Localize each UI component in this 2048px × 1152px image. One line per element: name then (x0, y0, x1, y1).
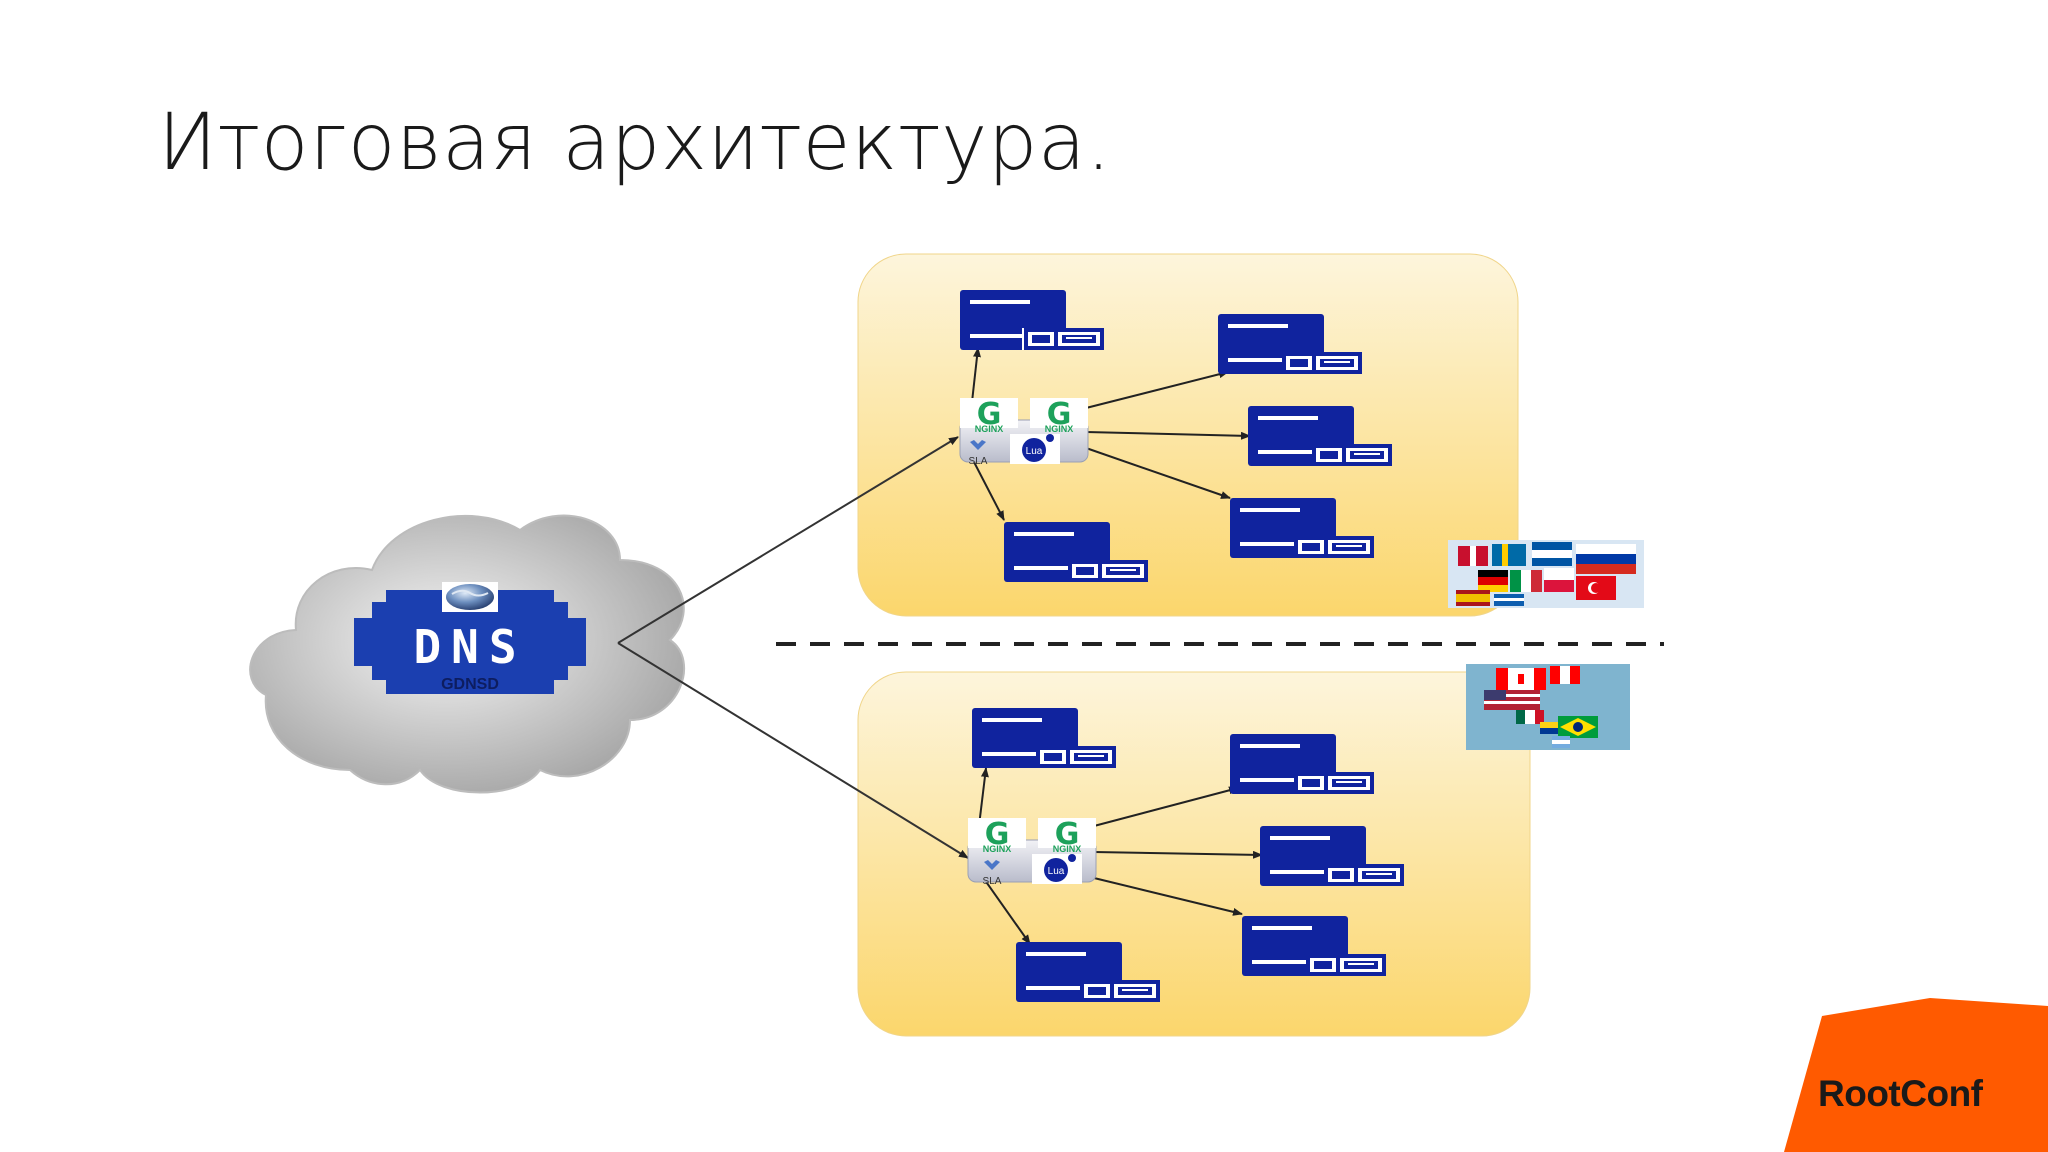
sla-label: SLA (969, 456, 988, 467)
svg-text:Lua: Lua (1026, 446, 1043, 457)
svg-text:NGINX: NGINX (975, 424, 1004, 434)
page-title: Итоговая архитектура. (158, 98, 1112, 188)
dns-badge: DNS GDNSD (354, 590, 586, 694)
lua-icon: Lua (1032, 854, 1082, 884)
dns-sublabel: GDNSD (441, 676, 499, 693)
svg-text:G: G (1055, 817, 1080, 852)
server-node (972, 708, 1116, 768)
server-node (1016, 942, 1160, 1002)
globe-icon (442, 582, 498, 612)
server-node (1260, 826, 1404, 886)
svg-text:G: G (985, 817, 1010, 852)
svg-text:NGINX: NGINX (1045, 424, 1074, 434)
server-node (1230, 498, 1374, 558)
nginx-icon: G NGINX (1038, 817, 1096, 854)
server-node (1218, 314, 1362, 374)
nginx-icon: G NGINX (960, 397, 1018, 434)
brand-logo: RootConf (1818, 1073, 1983, 1114)
server-node (1248, 406, 1392, 466)
server-node (1242, 916, 1386, 976)
server-node (1004, 522, 1148, 582)
sla-label: SLA (983, 876, 1002, 887)
server-node (960, 290, 1104, 350)
load-balancer: G NGINX G NGINX Lua SLA (959, 397, 1089, 467)
europe-flags-map (1448, 540, 1644, 608)
load-balancer: G NGINX G NGINX Lua SLA (967, 817, 1097, 887)
server-node (1230, 734, 1374, 794)
svg-text:NGINX: NGINX (983, 844, 1012, 854)
svg-text:G: G (1047, 397, 1072, 432)
dns-label: DNS (413, 620, 526, 674)
brand-corner (1784, 998, 2048, 1152)
lua-icon: Lua (1010, 434, 1060, 464)
svg-text:Lua: Lua (1048, 866, 1065, 877)
americas-flags-map (1466, 664, 1630, 750)
nginx-icon: G NGINX (1030, 397, 1088, 434)
svg-text:G: G (977, 397, 1002, 432)
nginx-icon: G NGINX (968, 817, 1026, 854)
svg-text:NGINX: NGINX (1053, 844, 1082, 854)
